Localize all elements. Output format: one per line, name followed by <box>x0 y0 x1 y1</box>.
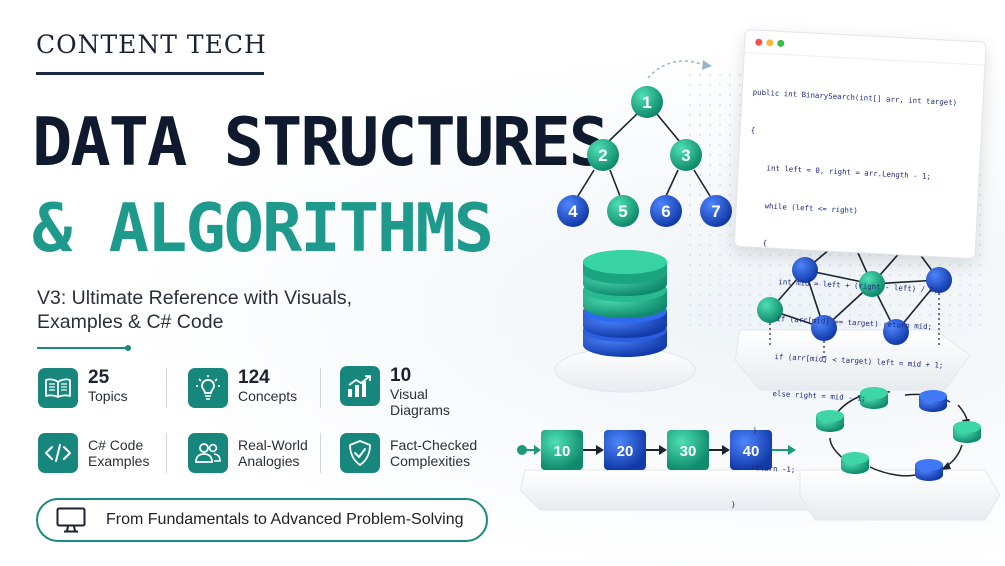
maximize-dot <box>777 39 785 48</box>
tree-edges <box>577 112 711 197</box>
code-line: if (arr[mid] == target) return mid; <box>740 312 933 332</box>
code-line: while (left <= right) <box>746 199 859 215</box>
stat-topics: 25 Topics <box>38 368 128 408</box>
subtitle-divider-dot <box>125 345 131 351</box>
dashed-arrow <box>647 60 706 79</box>
code-block: public int BinarySearch(int[] arr, int t… <box>719 53 984 556</box>
tree-nodes <box>557 86 732 227</box>
list-node-label: 10 <box>554 443 571 460</box>
tagline-text: From Fundamentals to Advanced Problem-So… <box>106 511 464 528</box>
feature-complexities: Fact-Checked Complexities <box>340 433 490 473</box>
chart-icon <box>340 366 380 406</box>
code-line: return -1; <box>732 461 796 475</box>
code-line: int left = 0, right = arr.Length - 1; <box>748 162 932 181</box>
feature-code-examples: C# Code Examples <box>38 433 166 473</box>
code-line: else right = mid - 1; <box>736 387 867 403</box>
shield-check-icon <box>340 433 380 473</box>
code-line: if (arr[mid] < target) left = mid + 1; <box>738 349 944 370</box>
tree-node-label: 1 <box>642 93 651 112</box>
list-node-label: 20 <box>617 443 634 460</box>
lightbulb-icon <box>188 368 228 408</box>
divider <box>166 368 167 408</box>
feature-label: Fact-Checked Complexities <box>390 437 478 469</box>
stat-number: 124 <box>238 367 270 388</box>
code-line: { <box>750 124 756 135</box>
code-line: } <box>734 424 758 435</box>
feature-label: C# Code Examples <box>88 437 150 469</box>
monitor-icon <box>56 507 86 533</box>
tree-node-label: 4 <box>568 202 578 221</box>
stat-number: 10 <box>390 365 412 386</box>
platform-base <box>519 329 1001 521</box>
tree-node-label: 5 <box>618 202 627 221</box>
title-line-2: & ALGORITHMS <box>32 189 494 267</box>
stat-diagrams: 10 Visual Diagrams <box>340 366 480 418</box>
subtitle-divider <box>37 347 127 349</box>
list-node-label: 40 <box>743 443 760 460</box>
title-line-1: DATA STRUCTURES <box>32 103 609 181</box>
code-line: public int BinarySearch(int[] arr, int t… <box>752 87 958 108</box>
subtitle: V3: Ultimate Reference with Visuals, Exa… <box>37 287 353 333</box>
database-stack <box>583 250 667 357</box>
code-icon <box>38 433 78 473</box>
divider <box>166 433 167 473</box>
stat-concepts: 124 Concepts <box>188 368 297 408</box>
feature-analogies: Real-World Analogies <box>188 433 318 473</box>
list-node-label: 30 <box>680 443 697 460</box>
book-icon <box>38 368 78 408</box>
stat-label: Concepts <box>238 388 298 404</box>
tree-node-label: 3 <box>681 146 690 165</box>
tree-node-label: 2 <box>598 146 607 165</box>
graph-drop-lines <box>769 293 940 362</box>
brand-underline <box>36 72 264 75</box>
code-line: { <box>744 237 768 248</box>
stat-label: Topics <box>88 388 128 404</box>
tagline-banner: From Fundamentals to Advanced Problem-So… <box>36 498 488 542</box>
tree-node-label: 6 <box>661 202 670 221</box>
close-dot <box>755 38 763 46</box>
divider <box>320 433 321 473</box>
linked-list <box>517 430 796 470</box>
circular-ring <box>816 387 981 481</box>
code-line: int mid = left + (right - left) / 2; <box>742 274 939 294</box>
divider <box>320 368 321 408</box>
feature-label: Real-World Analogies <box>238 437 308 469</box>
stat-number: 25 <box>88 367 110 388</box>
code-window: public int BinarySearch(int[] arr, int t… <box>731 29 987 509</box>
stat-label: Visual Diagrams <box>390 386 450 418</box>
minimize-dot <box>766 39 774 47</box>
code-line: } <box>730 499 736 509</box>
users-icon <box>188 433 228 473</box>
brand-name: CONTENT TECH <box>36 30 267 59</box>
tree-node-label: 7 <box>711 202 720 221</box>
